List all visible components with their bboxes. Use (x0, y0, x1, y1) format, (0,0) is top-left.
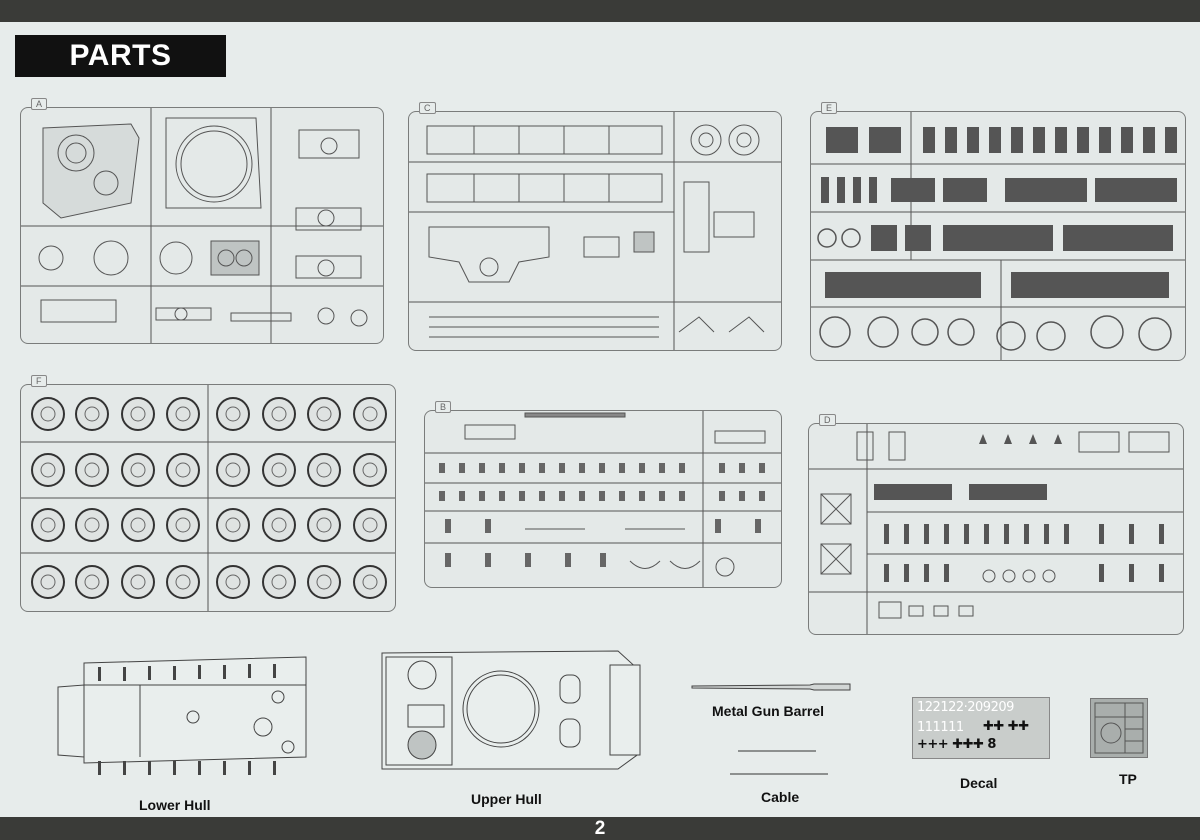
sprue-c-tag: C (419, 102, 436, 114)
sprue-a: A (20, 98, 384, 344)
sprue-e-parts (811, 112, 1185, 360)
decal-numbers-row-1: 122122·209209 (917, 700, 1014, 715)
decal-label: Decal (960, 775, 998, 791)
lower-hull-label: Lower Hull (139, 797, 211, 813)
cable-drawing (730, 750, 828, 775)
gun-barrel-drawing (691, 683, 851, 691)
tp-label: TP (1119, 771, 1137, 787)
sprue-c: C (408, 102, 782, 351)
parts-title-block: PARTS (15, 35, 226, 77)
sprue-d-tag: D (819, 414, 836, 426)
sprue-e-tag: E (821, 102, 838, 114)
decal-numbers-row-2: 111111 (917, 720, 964, 735)
lower-hull-drawing (57, 656, 307, 775)
page-number: 2 (594, 818, 606, 839)
decal-sheet: 122122·209209 111111 ✚✚ ✚✚ +++ ✚✚✚ 8 (912, 697, 1050, 759)
sprue-b: B (424, 401, 782, 588)
sprue-f-tag: F (31, 375, 47, 387)
sprue-c-parts (409, 112, 781, 350)
decal-crosses-row-3: +++ ✚✚✚ 8 (917, 737, 996, 752)
tp-photo-etch-sheet (1090, 698, 1148, 758)
sprue-e: E (810, 102, 1186, 361)
tp-sheet-parts (1094, 702, 1144, 754)
decal-crosses-row-2: ✚✚ ✚✚ (983, 719, 1029, 734)
upper-hull-drawing (381, 650, 641, 770)
sprue-d: D (808, 414, 1184, 635)
sprue-a-parts (21, 108, 383, 343)
metal-gun-barrel-label: Metal Gun Barrel (712, 703, 825, 719)
page-footer: 2 (0, 817, 1200, 840)
page-title: PARTS (69, 39, 172, 72)
sprue-a-tag: A (31, 98, 48, 110)
sprue-d-parts (809, 424, 1183, 634)
upper-hull-label: Upper Hull (471, 791, 542, 807)
cable-label: Cable (761, 789, 800, 805)
page-top-frame (0, 0, 1200, 22)
sprue-f: F (20, 375, 396, 612)
sprue-f-road-wheels (21, 385, 395, 611)
sprue-b-tag: B (435, 401, 452, 413)
sprue-b-parts (425, 411, 781, 587)
